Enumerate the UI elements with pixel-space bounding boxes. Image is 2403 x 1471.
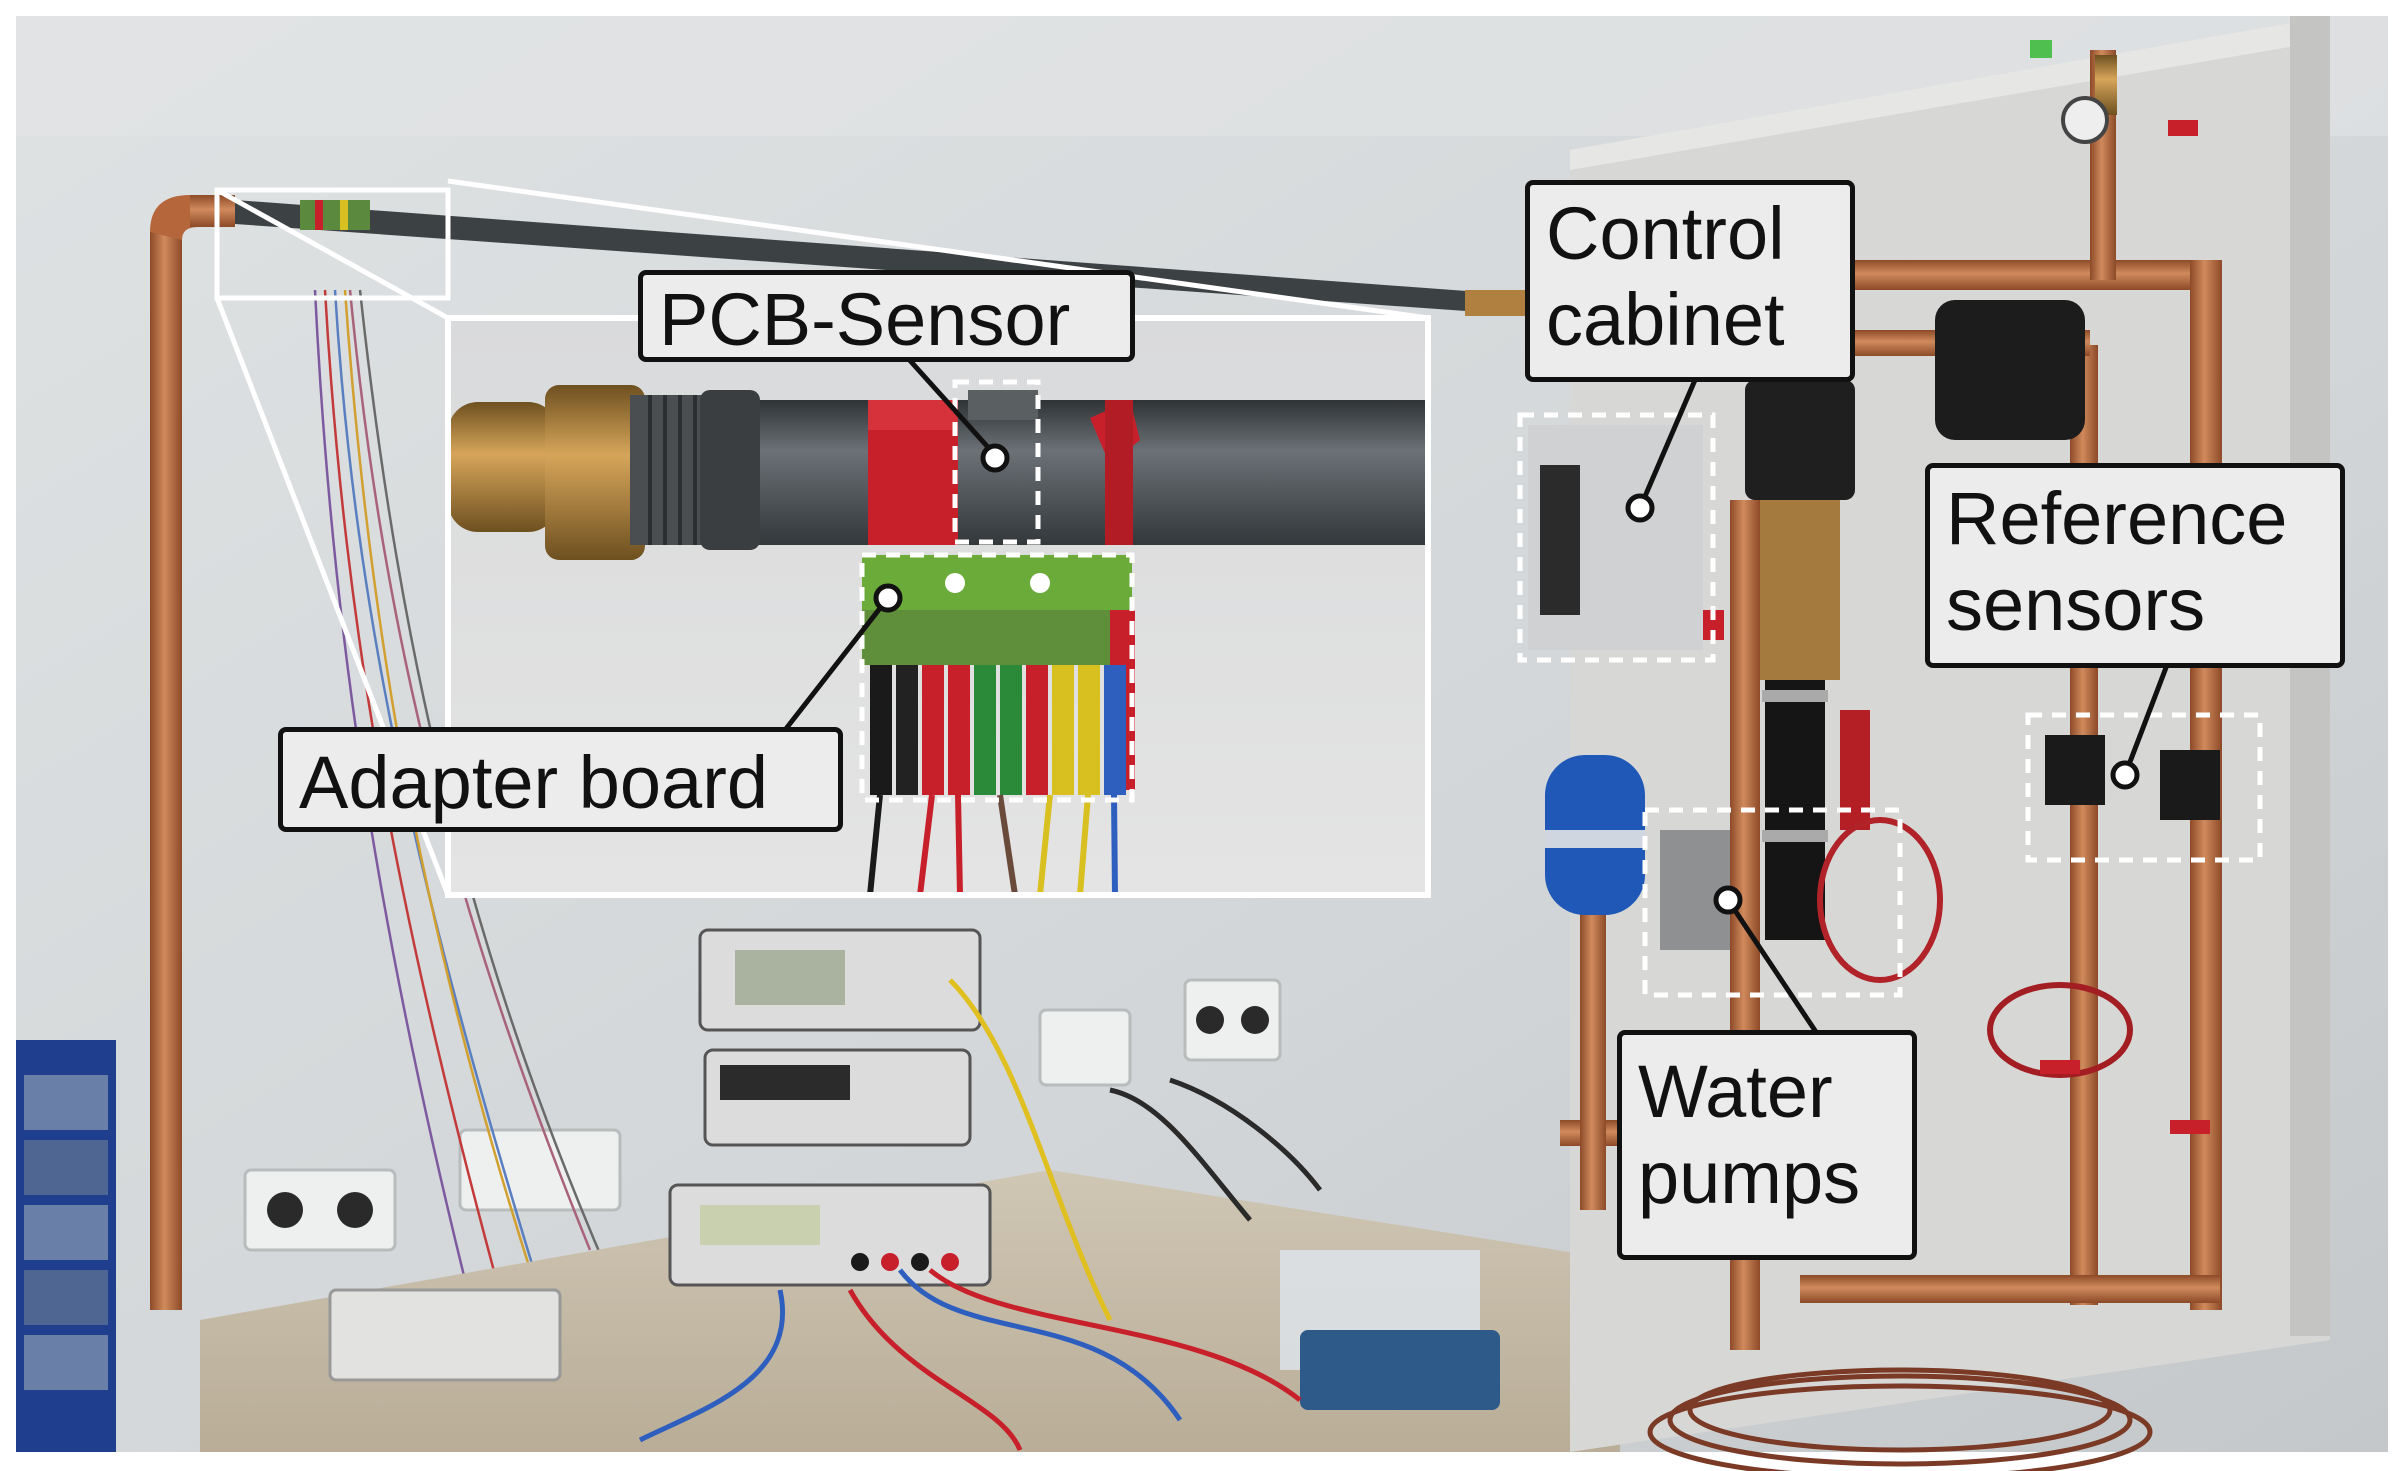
lab-table bbox=[200, 1170, 1620, 1452]
reference-sensors-label: Reference sensors bbox=[1925, 463, 2345, 668]
drawer-shelf bbox=[16, 1040, 116, 1452]
adapter-board-box bbox=[859, 552, 1135, 803]
water-pumps-label: Water pumps bbox=[1617, 1030, 1917, 1260]
reference-sensors-line1: Reference bbox=[1946, 477, 2288, 560]
adapter-board-label: Adapter board bbox=[278, 727, 843, 832]
pcb-sensor-text: PCB-Sensor bbox=[659, 278, 1071, 361]
water-pumps-line1: Water bbox=[1638, 1050, 1833, 1133]
pcb-sensor-label: PCB-Sensor bbox=[638, 270, 1135, 362]
wall-sockets bbox=[243, 978, 1282, 1252]
water-pumps-line2: pumps bbox=[1638, 1135, 1861, 1219]
highlight-boxes bbox=[859, 379, 2263, 998]
adapter-board-text: Adapter board bbox=[299, 741, 769, 824]
zoom-source-box bbox=[214, 187, 451, 301]
bench-cables bbox=[638, 978, 1322, 1451]
zoom-inset bbox=[214, 178, 1431, 898]
copper-pipe-left bbox=[150, 195, 235, 1310]
reference-sensors-line2: sensors bbox=[1946, 562, 2206, 646]
leader-lines bbox=[783, 353, 2170, 1037]
control-cabinet-line2: cabinet bbox=[1546, 277, 1785, 361]
control-cabinet-line1: Control bbox=[1546, 192, 1785, 275]
control-cabinet-box bbox=[1517, 412, 1716, 663]
control-cabinet-label: Control cabinet bbox=[1525, 180, 1855, 382]
hose-coil bbox=[1647, 1367, 2153, 1471]
leader-dots bbox=[873, 443, 2140, 915]
water-pumps-box bbox=[1642, 807, 1903, 998]
reference-sensors-box bbox=[2025, 712, 2263, 863]
bench-instruments bbox=[668, 928, 992, 1287]
